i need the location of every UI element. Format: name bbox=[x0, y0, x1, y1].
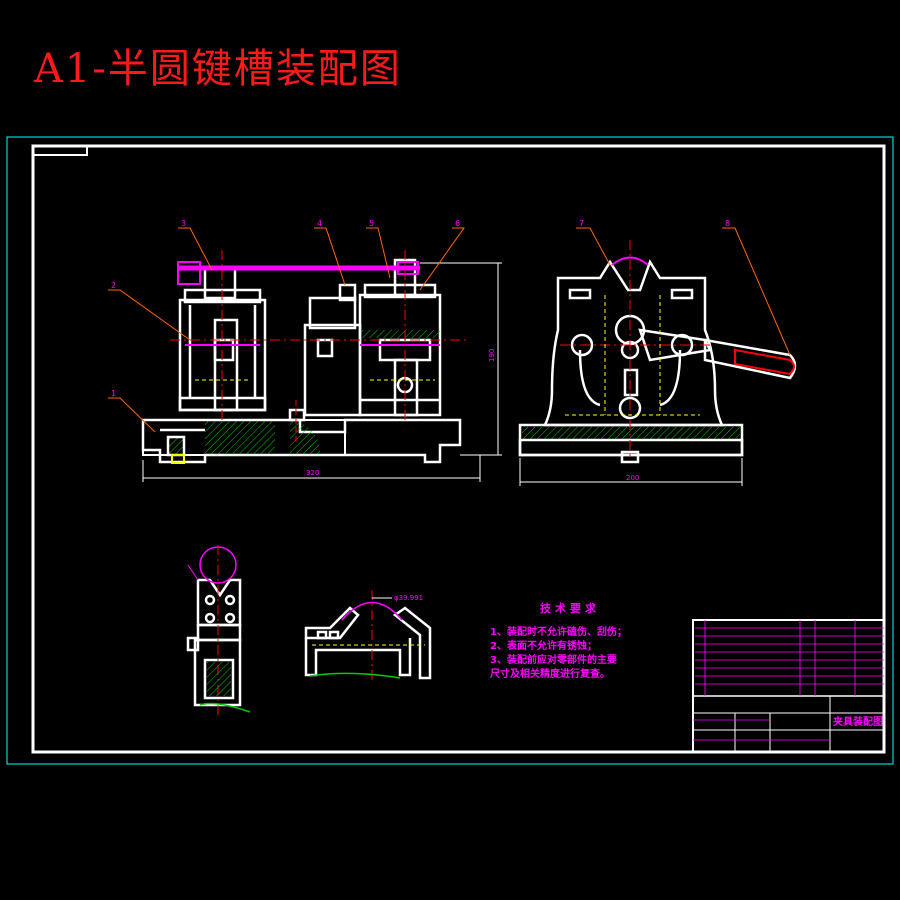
section-view-details bbox=[309, 590, 425, 680]
tech-requirement-line: 尺寸及相关精度进行复查。 bbox=[490, 669, 610, 680]
balloon-2: 2 bbox=[111, 281, 116, 290]
side-view-details bbox=[560, 240, 795, 460]
inner-frame bbox=[31, 144, 886, 754]
dim-front-width: 320 bbox=[306, 469, 319, 477]
outer-frame bbox=[6, 136, 894, 765]
front-dimensions bbox=[142, 262, 502, 482]
front-view-details bbox=[170, 250, 470, 445]
tech-requirement-line: 2、表面不允许有锈蚀； bbox=[490, 641, 597, 652]
corner-tab bbox=[32, 145, 88, 156]
balloon-8: 8 bbox=[725, 219, 730, 228]
tech-requirement-line: 3、装配前应对零部件的主要 bbox=[490, 655, 617, 666]
title-block-drawing-name: 夹具装配图 bbox=[833, 717, 883, 728]
side-dimensions bbox=[519, 458, 743, 486]
tech-requirements-heading: 技术要求 bbox=[540, 602, 600, 615]
front-view bbox=[141, 258, 462, 464]
tech-requirements-list: 1、装配时不允许磕伤、刮伤； 2、表面不允许有锈蚀； 3、装配前应对零部件的主要… bbox=[490, 626, 627, 682]
section-view bbox=[304, 606, 432, 680]
detail-view-details bbox=[187, 545, 251, 715]
bom-rows bbox=[693, 620, 884, 741]
dim-side-width: 200 bbox=[626, 474, 639, 482]
leader-lines bbox=[108, 227, 791, 433]
balloon-6: 6 bbox=[455, 219, 460, 228]
title-block bbox=[692, 619, 885, 753]
balloon-1: 1 bbox=[111, 389, 116, 398]
base-plate bbox=[141, 418, 462, 464]
side-view bbox=[518, 259, 797, 464]
balloon-4: 4 bbox=[317, 219, 322, 228]
drawing-title: A1-半圆键槽装配图 bbox=[34, 46, 402, 92]
base-hatch-left bbox=[205, 420, 275, 455]
dim-section-diameter: φ39.991 bbox=[394, 594, 423, 602]
tech-requirement-line: 1、装配时不允许磕伤、刮伤； bbox=[490, 627, 627, 638]
balloon-5: 5 bbox=[369, 219, 374, 228]
base-hatch-right bbox=[290, 420, 320, 455]
balloon-3: 3 bbox=[181, 219, 186, 228]
balloon-7: 7 bbox=[579, 219, 584, 228]
dim-front-height: 190 bbox=[488, 349, 496, 362]
